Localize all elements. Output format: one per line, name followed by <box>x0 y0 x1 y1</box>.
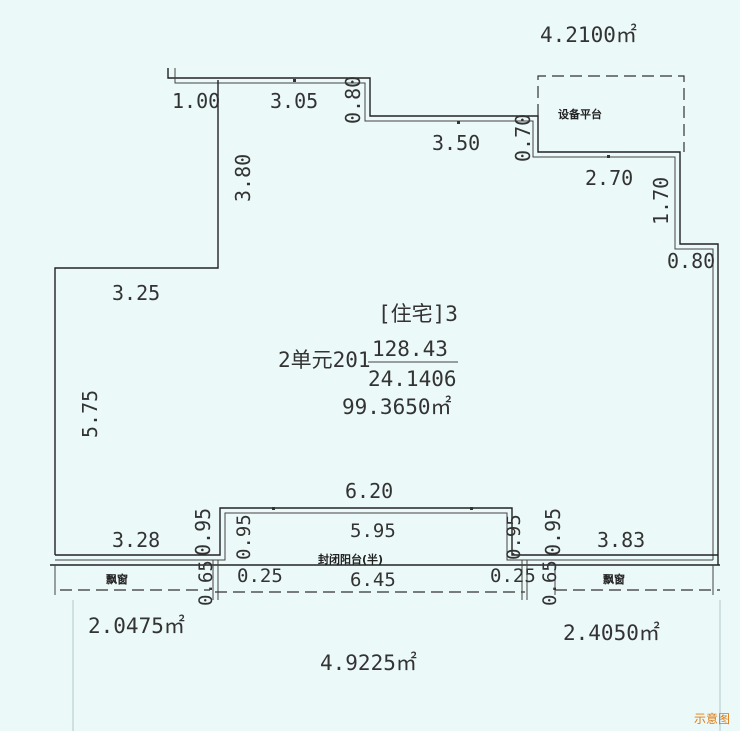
dim-0-25-left: 0.25 <box>237 565 283 587</box>
dim-3-05: 3.05 <box>270 89 318 113</box>
balcony-label: 封闭阳台(半) <box>318 552 383 566</box>
dim-0-95-d: 0.95 <box>541 508 565 556</box>
dim-3-80: 3.80 <box>231 154 255 202</box>
unit-type-label: [住宅]3 <box>378 302 458 326</box>
dim-0-95-b: 0.95 <box>233 514 255 560</box>
unit-inner-area: 99.3650㎡ <box>342 395 452 419</box>
dim-ticks <box>272 79 610 510</box>
dim-1-70: 1.70 <box>649 177 673 225</box>
dim-5-95: 5.95 <box>350 520 396 542</box>
dim-0-70: 0.70 <box>511 114 535 162</box>
unit-build-area: 128.43 <box>372 337 448 361</box>
dim-5-75: 5.75 <box>78 390 102 438</box>
dim-3-83: 3.83 <box>597 528 645 552</box>
dim-3-50: 3.50 <box>432 131 480 155</box>
dim-1-00: 1.00 <box>172 89 220 113</box>
dim-0-95-c: 0.95 <box>503 514 525 560</box>
dim-0-65-left: 0.65 <box>195 560 217 606</box>
dim-3-25: 3.25 <box>112 281 160 305</box>
equipment-platform-label: 设备平台 <box>558 107 602 121</box>
floor-outline <box>50 68 720 600</box>
dim-0-95-a: 0.95 <box>191 508 215 556</box>
dim-0-80-top: 0.80 <box>341 76 365 124</box>
dim-6-45: 6.45 <box>350 569 396 591</box>
bay-window-left-label: 飘窗 <box>106 572 128 586</box>
bay-window-right-label: 飘窗 <box>603 572 625 586</box>
watermark-label: 示意图 <box>693 712 730 726</box>
equipment-platform-outline <box>537 75 685 152</box>
dim-0-80-right: 0.80 <box>667 249 715 273</box>
dim-3-28: 3.28 <box>112 528 160 552</box>
area-left-bottom: 2.0475㎡ <box>88 614 185 638</box>
dim-0-65-right: 0.65 <box>539 560 561 606</box>
area-bottom-total: 4.9225㎡ <box>320 651 417 675</box>
area-right-bottom: 2.4050㎡ <box>563 621 660 645</box>
unit-share-area: 24.1406 <box>368 367 457 391</box>
area-top-right: 4.2100㎡ <box>540 23 637 47</box>
unit-name: 2单元201 <box>278 348 371 372</box>
dim-0-25-right: 0.25 <box>490 565 536 587</box>
dim-6-20: 6.20 <box>345 479 393 503</box>
dim-2-70: 2.70 <box>585 166 633 190</box>
